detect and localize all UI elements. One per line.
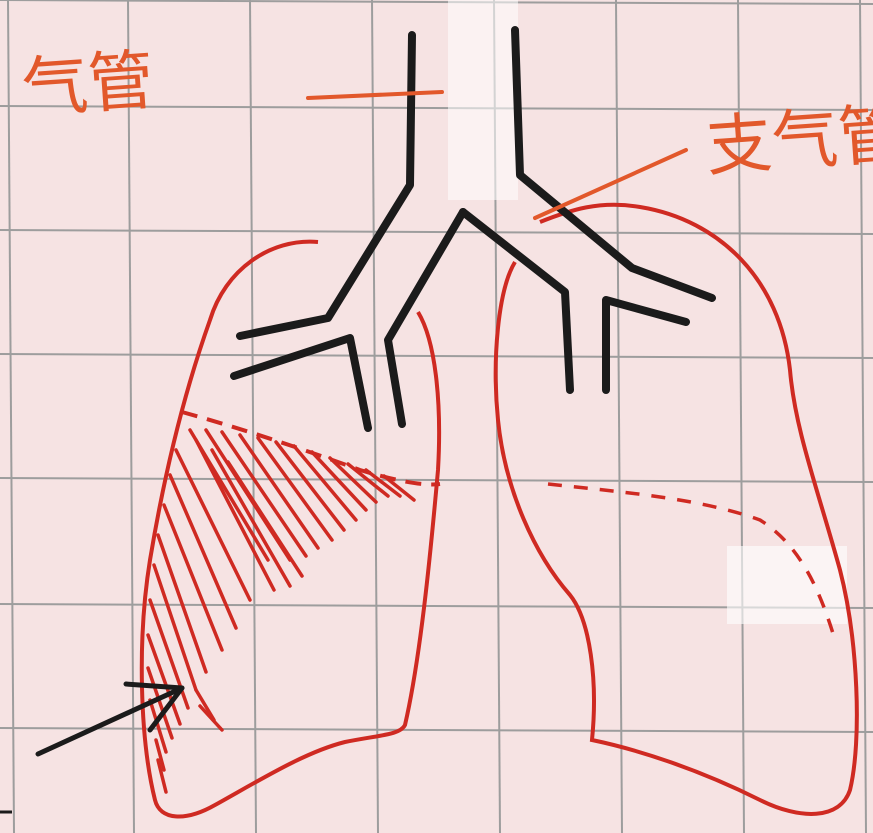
left-bronchus-lower <box>234 338 368 428</box>
grid-line-vertical <box>372 0 378 833</box>
grid-line-horizontal <box>0 230 873 234</box>
trachea-label: 气管 <box>20 47 156 122</box>
grid-line-horizontal <box>0 728 873 732</box>
correction-patch-trachea <box>448 0 518 200</box>
grid-line-horizontal <box>0 0 873 4</box>
hatch-stroke <box>276 442 344 530</box>
bronchus-label: 支气管 <box>704 101 873 181</box>
carina-left-branch <box>388 212 463 424</box>
correction-patch-right <box>727 546 847 624</box>
hatch-stroke <box>200 706 222 730</box>
bronchus-pointer-line <box>535 150 686 218</box>
right-lung-outline <box>496 205 857 814</box>
hatch-stroke <box>294 446 356 520</box>
grid-line-vertical <box>8 0 14 833</box>
trachea-left-wall <box>240 35 412 336</box>
carina-right-branch <box>463 212 570 390</box>
trachea-right-wall <box>515 30 712 298</box>
trachea-pointer-line <box>308 92 442 98</box>
grid-line-vertical <box>250 0 256 833</box>
arrow-icon <box>38 684 182 754</box>
grid-line-vertical <box>616 0 622 833</box>
